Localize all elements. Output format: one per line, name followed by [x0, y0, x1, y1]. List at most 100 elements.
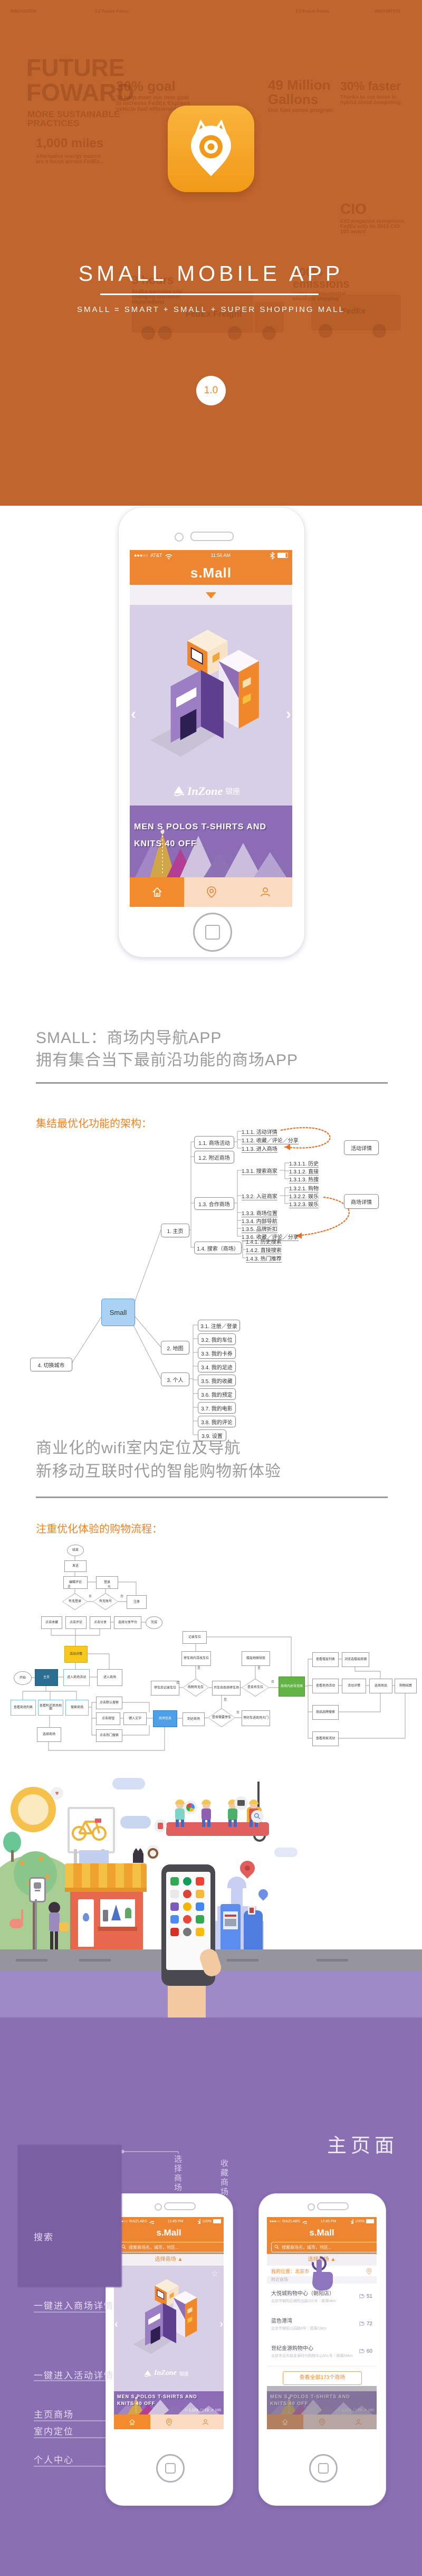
flowchart-node: 查看商家活动: [312, 1731, 339, 1746]
shadow-panel: [17, 2145, 122, 2287]
sign-post: [74, 1849, 77, 1864]
app-bubble-search: [251, 1810, 264, 1823]
tab-location[interactable]: [184, 877, 238, 907]
flowchart-node: 浏览选楼层商铺: [342, 1652, 369, 1667]
callout-indoor: 室内定位: [34, 2427, 74, 2437]
intro-line1: SMALL：商场内导航APP: [36, 1029, 222, 1047]
mindmap-node: 1.3.2.1. 购物: [289, 1184, 319, 1192]
flowchart-node: 记录车位: [183, 1631, 207, 1644]
mailbox: [244, 1906, 263, 1950]
pull-down-strip[interactable]: [130, 585, 292, 605]
flowchart-node: 商品品牌搜索: [312, 1705, 339, 1720]
signal-dots-icon: ●●●○○: [134, 553, 149, 558]
tab-bar: [130, 877, 292, 907]
hero-texture-text: FedEx sameday city changing customer exp…: [132, 289, 183, 306]
mall-carousel: ‹ › InZone 银座: [130, 605, 292, 806]
flowchart-node: 注册: [127, 1595, 147, 1609]
flowchart-node: 停好车进商场大门: [242, 1710, 270, 1726]
carousel-next-button[interactable]: ›: [219, 2318, 223, 2330]
shopping-bag: [59, 1922, 69, 1931]
flowchart-node: 楼层地图导航: [242, 1651, 270, 1666]
flowchart-node: 是: [257, 1667, 261, 1670]
star-icon[interactable]: ☆: [211, 2269, 218, 2278]
search-input[interactable]: 搜索商场名，城市，地区...: [271, 2242, 377, 2252]
home-button[interactable]: [156, 2454, 185, 2483]
clock: 11:56 AM: [210, 553, 231, 558]
tab-home[interactable]: [130, 877, 184, 907]
battery-percent: 100%: [202, 2219, 212, 2223]
pedestrian-leg: [50, 1931, 53, 1949]
wifi-icon: [165, 554, 172, 560]
tab-profile[interactable]: [187, 2414, 224, 2429]
hero-texture-text: 100% emissions: [293, 266, 350, 291]
flowchart-node: 停车后记录车位: [151, 1681, 179, 1696]
flowchart-node: 登录: [96, 1576, 118, 1589]
tab-location[interactable]: [150, 2414, 187, 2429]
select-mall-bar[interactable]: 选择商场 ▲: [114, 2254, 224, 2266]
mindmap-node: 1.2. 附近商场: [194, 1151, 234, 1163]
cloud: [120, 1816, 151, 1829]
isometric-mall-illustration: [132, 2279, 198, 2354]
mini-app-icon: [196, 1877, 204, 1886]
flowchart-node: 点击分享: [90, 1616, 111, 1629]
tab-profile[interactable]: [238, 877, 292, 907]
version-badge: 1.0: [196, 376, 226, 405]
phone-speaker: [190, 532, 234, 541]
flowchart-node: 点击收藏: [41, 1616, 62, 1629]
flowchart-node: 点击热门搜索: [96, 1729, 122, 1742]
carousel-prev-button[interactable]: ‹: [131, 705, 136, 723]
mindmap-node: 1.1.1. 活动详情: [242, 1128, 277, 1136]
carousel-next-button[interactable]: ›: [286, 705, 291, 723]
phone-camera: [308, 2203, 315, 2211]
home-button[interactable]: [309, 2454, 338, 2483]
carousel-prev-button[interactable]: ‹: [114, 2318, 118, 2330]
flowchart-node: 是否有车位: [242, 1679, 269, 1697]
app-bubble-pie: [184, 1801, 197, 1814]
flowchart-node: 活动详情: [64, 1646, 88, 1663]
person-icon: [203, 2419, 208, 2425]
wifi-line1: 商业化的wifi室内定位及导航: [36, 1439, 241, 1457]
search-icon: [121, 2244, 126, 2249]
search-input[interactable]: 搜索商场名，城市，地区...: [118, 2242, 224, 2252]
view-all-button[interactable]: 查看全部173个商场: [283, 2371, 362, 2385]
home-button[interactable]: [193, 913, 232, 952]
mini-app-icon: [183, 1928, 191, 1936]
carrier-label: RAIZLABS: [129, 2219, 147, 2223]
tab-home[interactable]: [114, 2414, 150, 2429]
mindmap-node: 1.4. 搜索（商场）: [194, 1242, 242, 1254]
pedestrian-head: [49, 1902, 60, 1914]
mini-app-icon: [170, 1890, 179, 1898]
mindmap-node: 1.4.3. 热门推荐: [246, 1254, 282, 1263]
banner-stats: ☆ 1,123 ▢ 23 ↗ 100: [184, 2409, 221, 2412]
flowchart-node: 商场内总导览图: [279, 1677, 305, 1697]
mindmap-node: 1.1. 商场活动: [194, 1136, 234, 1149]
worker-figure: [200, 1800, 212, 1827]
divider: [36, 1497, 388, 1498]
tag-icon: [358, 2348, 365, 2354]
tree-trunk: [11, 1850, 14, 1862]
flowchart-node: 主页: [35, 1669, 58, 1686]
flowchart-node: 编辑评论: [63, 1576, 88, 1589]
promo-banner[interactable]: MEN S POLOS T-SHIRTS AND KNITS 40 OFF ☆ …: [114, 2391, 224, 2414]
mindmap-node: 1.1.3. 进入商场: [242, 1144, 277, 1153]
mindmap-node: 1.3.2.3. 娱乐: [289, 1200, 319, 1208]
locate-icon[interactable]: [366, 2268, 372, 2275]
mindmap-node: 1.3.6. 收藏／评论／分享: [242, 1233, 299, 1241]
cloud: [112, 1778, 145, 1789]
tree-trunk: [33, 1896, 35, 1950]
location-pin-cat-icon: [191, 119, 231, 176]
cloud: [274, 1848, 298, 1857]
app-bubble-red: [154, 1820, 167, 1832]
chevron-down-icon: [206, 592, 216, 599]
title-divider: [100, 293, 319, 295]
promo-banner[interactable]: MEN S POLOS T-SHIRTS AND KNITS 40 OFF: [130, 806, 292, 877]
flowchart-node: 查看商场列表: [11, 1700, 36, 1716]
donut-bubble-icon: [147, 1845, 159, 1859]
callout-select-mall: 选择商场: [173, 2155, 182, 2193]
mall-address: 北京市朝阳区朝阳北路101号｜距离4km: [271, 2299, 336, 2303]
app-icon: [168, 106, 254, 192]
mindmap-node: 1.1.2. 收藏／评论／分享: [242, 1136, 299, 1144]
